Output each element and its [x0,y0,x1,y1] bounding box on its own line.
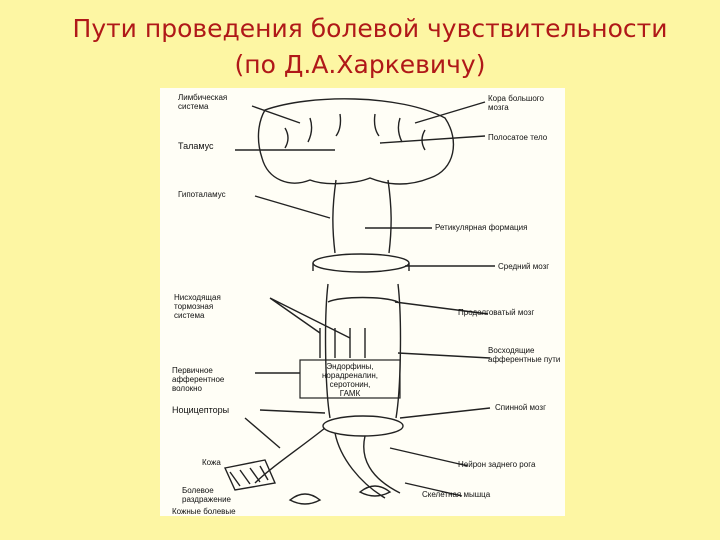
label-dorsal-horn-neuron: Нейрон заднего рога [458,460,535,469]
label-medulla: Продолговатый мозг [458,308,534,317]
label-skeletal-muscle: Скелетная мышца [422,490,490,499]
muscle-shapes [290,486,390,504]
label-striatum: Полосатое тело [488,133,547,142]
brainstem-outline [333,180,391,253]
label-midbrain: Средний мозг [498,262,549,271]
label-hypothalamus: Гипоталамус [178,190,226,199]
slide-title-line1: Пути проведения болевой чувствительности [10,12,720,46]
slide-title-line2: (по Д.А.Харкевичу) [0,48,720,82]
label-spinal-cord: Спинной мозг [495,403,546,412]
midbrain-disc [313,254,409,272]
mediators-text: Эндорфины,норадреналин,серотонин,ГАМК [300,362,400,398]
label-nociceptors: Ноцицепторы [172,406,229,415]
label-reticular-formation: Ретикулярная формация [435,223,527,232]
label-skin: Кожа [202,458,221,467]
label-bottom: Кожные болевые [172,507,236,516]
descending-arrows [320,328,365,358]
label-thalamus: Таламус [178,142,214,151]
